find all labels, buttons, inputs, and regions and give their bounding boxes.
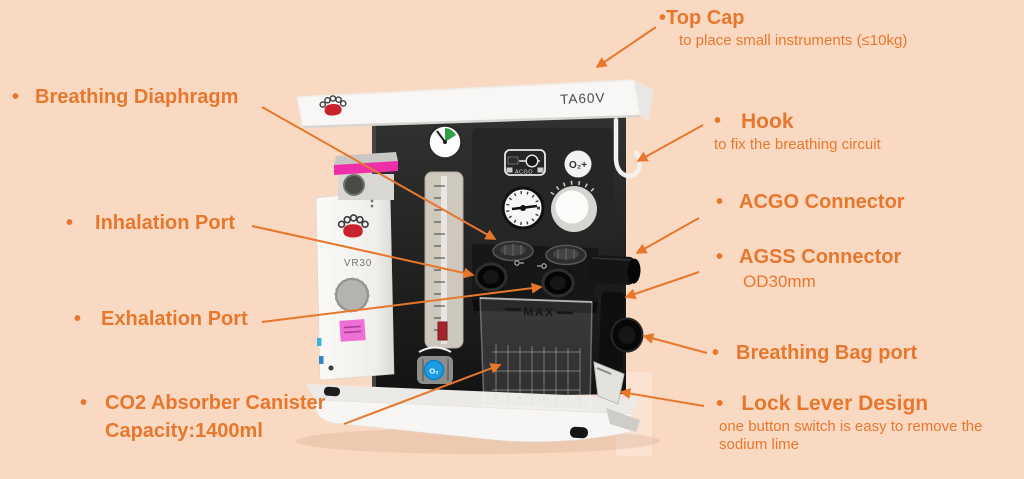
line-top-cap [595, 26, 657, 68]
side-connectors [589, 255, 644, 432]
acgo-connector-part [589, 255, 641, 285]
bullet-icon: • [716, 246, 724, 268]
vaporizer-model-label: VR30 [344, 258, 372, 269]
breathing-diaphragm-dome-right [545, 244, 587, 266]
co2-canister-title: CO2 Absorber Canister [105, 392, 326, 414]
port-direction-icons [514, 260, 547, 269]
line-inhalation-port [251, 225, 475, 279]
canister-max-label: MAX [523, 305, 555, 320]
callout-exhalation-port: • Exhalation Port [74, 308, 248, 331]
acgo-panel-label: ACGO [515, 170, 533, 176]
machine-base [306, 384, 640, 443]
vaporizer-fill-cap [343, 174, 365, 196]
line-breathing-diaphragm [261, 106, 497, 240]
line-lock-lever [619, 388, 705, 407]
top-cap-title: Top Cap [666, 7, 745, 29]
system-pressure-gauge [501, 186, 545, 230]
inhalation-port-title: Inhalation Port [95, 212, 236, 234]
lock-lever-part [593, 361, 640, 432]
base-foot [323, 386, 340, 397]
bullet-icon: • [80, 392, 88, 414]
callout-hook: • Hook to fix the breathing circuit [714, 110, 881, 154]
co2-canister-capacity: Capacity:1400ml [105, 420, 263, 442]
line-agss-connector [624, 271, 700, 300]
vaporizer: VR30 [315, 152, 398, 381]
lock-lever-desc: one button switch is easy to remove the … [719, 418, 983, 453]
line-exhalation-port [261, 282, 543, 323]
o2-knob-label: O₂ [429, 367, 438, 376]
bullet-icon: • [716, 191, 724, 213]
hook-desc: to fix the breathing circuit [714, 136, 881, 154]
callout-agss-connector: • AGSS Connector OD30mm [716, 246, 901, 292]
callout-breathing-diaphragm: • Breathing Diaphragm [12, 86, 238, 109]
bullet-icon: • [66, 212, 74, 234]
bullet-icon: • [12, 86, 20, 108]
breathing-ports-block [472, 240, 598, 313]
flow-meter-tube [424, 171, 464, 349]
callout-breathing-bag-port: • Breathing Bag port [712, 342, 917, 365]
breathing-diaphragm-title: Breathing Diaphragm [35, 86, 239, 108]
exhalation-port-part [541, 268, 575, 298]
breathing-diaphragm-dome-left [492, 240, 534, 262]
bullet-icon: • [712, 342, 720, 364]
o2-flush-label: O₂+ [569, 160, 587, 171]
base-foot [569, 426, 588, 439]
flow-float [437, 321, 448, 341]
bullet-icon: • [716, 392, 724, 415]
agss-connector-title: AGSS Connector [739, 246, 902, 268]
lock-lever-title: Lock Lever Design [741, 392, 929, 415]
hook-title: Hook [741, 110, 794, 133]
o2-flow-knob: O₂ [417, 346, 453, 384]
flow-control-knob [550, 180, 598, 232]
exhalation-port-title: Exhalation Port [101, 308, 248, 330]
acgo-switch-graphic: ACGO [504, 149, 546, 176]
bullet-icon: • [714, 110, 722, 132]
callout-inhalation-port: • Inhalation Port [66, 212, 235, 235]
breathing-bag-port-part [608, 317, 644, 353]
co2-canister: MAX [479, 297, 593, 411]
vaporizer-label-sticker [339, 319, 366, 342]
breathing-bag-port-title: Breathing Bag port [736, 342, 918, 364]
agss-connector-desc: OD30mm [743, 272, 816, 291]
bullet-icon: • [74, 308, 82, 330]
callout-acgo-connector: • ACGO Connector [716, 191, 905, 214]
callout-lock-lever: • Lock Lever Design one button switch is… [716, 392, 1021, 453]
line-co2-canister [343, 363, 502, 425]
vaporizer-dial [335, 278, 369, 312]
callout-co2-canister: • CO2 Absorber Canister Capacity:1400ml [80, 392, 325, 443]
flow-pressure-gauge [427, 124, 463, 160]
callout-lines [251, 26, 708, 425]
acgo-connector-title: ACGO Connector [739, 191, 905, 213]
top-cap-desc: to place small instruments (≤10kg) [679, 32, 908, 49]
inhalation-port-part [474, 262, 508, 292]
o2-flush-button: O₂+ [564, 150, 592, 178]
top-cap-part: TA60V [296, 79, 654, 129]
line-acgo-connector [635, 217, 700, 254]
bullet-icon: • [659, 7, 667, 29]
line-breathing-bag-port [642, 333, 708, 354]
line-hook [636, 124, 704, 162]
callout-top-cap: •Top Cap to place small instruments (≤10… [659, 7, 907, 49]
model-label: TA60V [560, 90, 606, 107]
